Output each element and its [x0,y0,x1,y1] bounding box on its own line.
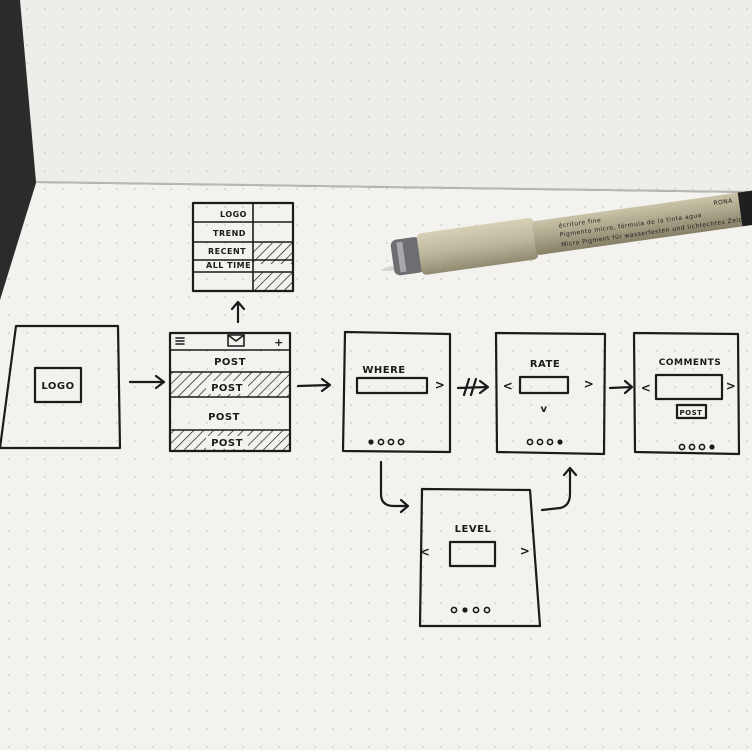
menu-item-recent: RECENT [208,247,246,256]
arrow-level-to-rate [540,466,578,512]
blocked-arrow-where-to-rate [456,377,490,397]
menu-item-all-time: ALL TIME [206,261,251,270]
comments-input [654,373,724,401]
where-screen: WHERE > [341,330,452,454]
level-pagination-dots [450,606,491,614]
splash-logo-label: LOGO [41,381,74,392]
arrow-rate-to-comments [608,379,634,395]
where-pagination-dots [368,438,405,446]
feed-post-1: POST [214,357,246,368]
comments-label: COMMENTS [659,358,721,368]
level-prev-arrow: < [420,545,431,559]
rate-chevron-down: v [540,404,547,415]
where-next-arrow: > [435,378,446,392]
level-label: LEVEL [455,524,492,535]
feed-post-3: POST [208,412,240,423]
pen-body [532,190,752,255]
arrow-feed-to-menu [230,300,246,324]
comments-screen: COMMENTS < > POST [632,331,741,456]
pen-barcode [737,189,752,227]
mail-icon [227,334,245,347]
rate-prev-arrow: < [503,379,514,393]
where-label: WHERE [362,365,405,376]
hamburger-icon [175,337,185,345]
menu-item-trend: TREND [213,229,246,238]
level-next-arrow: > [520,544,531,558]
page-fold-line [35,181,752,193]
rate-next-arrow: > [584,377,595,391]
rate-screen: RATE < > v [494,331,607,456]
pen-cap [416,217,539,275]
arrow-feed-to-where [296,377,332,393]
feed-screen: + POST POST POST POST [168,331,292,453]
where-input [355,376,429,395]
comments-post-button [675,403,708,420]
menu-wireframe: LOGO TREND RECENT ALL TIME [191,201,295,293]
arrow-where-to-level [379,460,410,514]
rate-input [518,375,570,395]
splash-screen: LOGO [0,324,122,450]
level-screen: LEVEL < > [418,487,542,628]
feed-add-icon: + [274,336,284,349]
comments-pagination-dots [678,443,715,451]
comments-next-arrow: > [726,379,737,393]
logo-box [33,366,83,404]
feed-post-4: POST [211,438,243,449]
comments-prev-arrow: < [641,381,652,395]
feed-post-2: POST [211,383,243,394]
arrow-splash-to-feed [128,374,166,390]
level-input [448,540,497,568]
pen-brand-fragment: RONA [713,197,734,207]
menu-item-logo: LOGO [220,210,247,219]
rate-label: RATE [530,359,560,370]
rate-pagination-dots [526,438,563,446]
comments-post-button-label: POST [680,409,703,417]
